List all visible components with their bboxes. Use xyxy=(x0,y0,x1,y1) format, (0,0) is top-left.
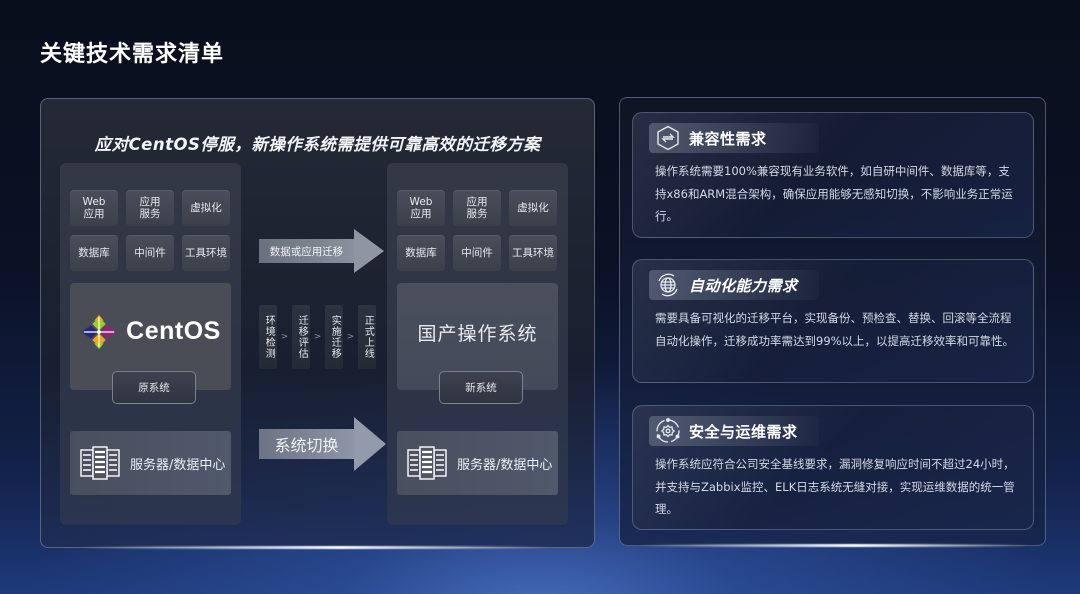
requirement-header: 安全与运维需求 xyxy=(649,416,819,446)
diagram-heading: 应对CentOS停服，新操作系统需提供可靠高效的迁移方案 xyxy=(94,135,541,154)
component-chip: 数据库 xyxy=(397,235,445,271)
component-chip: 虚拟化 xyxy=(182,190,230,226)
server-rack-icon xyxy=(80,446,120,480)
requirement-card-automation: 自动化能力需求 需要具备可视化的迁移平台，实现备份、预检查、替换、回滚等全流程自… xyxy=(632,259,1034,383)
arrow-head-icon xyxy=(354,417,386,471)
chip-label: Web 应用 xyxy=(409,196,433,220)
step-implementation: 实施迁移 xyxy=(325,305,343,369)
server-label: 服务器/数据中心 xyxy=(457,457,553,473)
chip-label: Web 应用 xyxy=(82,196,106,220)
component-chip: Web 应用 xyxy=(397,190,445,226)
migration-steps: 环境检测 > 迁移评估 > 实施迁移 > 正式上线 xyxy=(259,305,376,369)
old-system-components: Web 应用 应用 服务 虚拟化 数据库 中间件 工具环境 xyxy=(70,190,231,271)
new-system-components: Web 应用 应用 服务 虚拟化 数据库 中间件 工具环境 xyxy=(397,190,558,271)
page-title: 关键技术需求清单 xyxy=(40,42,225,67)
arrow-head-icon xyxy=(354,229,384,273)
requirement-card-compatibility: 兼容性需求 操作系统需要100%兼容现有业务软件，如自研中间件、数据库等，支持x… xyxy=(632,112,1034,238)
migration-diagram-panel: 应对CentOS停服，新操作系统需提供可靠高效的迁移方案 Web 应用 应用 服… xyxy=(40,98,595,549)
requirement-title: 兼容性需求 xyxy=(689,129,767,148)
requirement-title: 自动化能力需求 xyxy=(689,276,798,295)
os-name: 国产操作系统 xyxy=(417,323,538,345)
requirement-card-security: 安全与运维需求 操作系统应符合公司安全基线要求，漏洞修复响应时间不超过24小时，… xyxy=(632,405,1034,530)
compatibility-hex-icon xyxy=(657,125,679,151)
component-chip: 中间件 xyxy=(453,235,501,271)
component-chip: 应用 服务 xyxy=(126,190,174,226)
component-chip: 中间件 xyxy=(126,235,174,271)
requirement-header: 兼容性需求 xyxy=(649,123,819,153)
os-name: CentOS xyxy=(126,317,221,345)
step-arrow-icon: > xyxy=(346,332,355,342)
requirements-panel: 兼容性需求 操作系统需要100%兼容现有业务软件，如自研中间件、数据库等，支持x… xyxy=(619,97,1046,547)
chip-label: 数据库 xyxy=(405,247,437,259)
component-chip: 虚拟化 xyxy=(509,190,557,226)
centos-logo: CentOS xyxy=(80,313,221,351)
chip-label: 中间件 xyxy=(134,247,166,259)
new-server-box: 服务器/数据中心 xyxy=(397,431,558,495)
chip-label: 虚拟化 xyxy=(517,202,549,214)
old-server-box: 服务器/数据中心 xyxy=(70,431,231,495)
requirement-body: 需要具备可视化的迁移平台，实现备份、预检查、替换、回滚等全流程自动化操作，迁移成… xyxy=(655,311,1015,348)
component-chip: 工具环境 xyxy=(509,235,557,271)
requirement-title: 安全与运维需求 xyxy=(689,422,798,441)
chip-label: 工具环境 xyxy=(185,247,227,259)
requirement-body: 操作系统应符合公司安全基线要求，漏洞修复响应时间不超过24小时，并支持与Zabb… xyxy=(655,457,1015,516)
switch-arrow-label: 系统切换 xyxy=(274,436,339,455)
old-system-column: Web 应用 应用 服务 虚拟化 数据库 中间件 工具环境 xyxy=(60,163,241,525)
requirement-header: 自动化能力需求 xyxy=(649,270,819,300)
component-chip: 应用 服务 xyxy=(453,190,501,226)
migration-arrow-label: 数据或应用迁移 xyxy=(269,245,344,258)
panel-glow-line xyxy=(640,544,1030,547)
step-env-check: 环境检测 xyxy=(259,305,277,369)
component-chip: Web 应用 xyxy=(70,190,118,226)
globe-sync-icon xyxy=(658,273,678,297)
system-switch-arrow: 系统切换 xyxy=(259,417,386,471)
new-system-tag: 新系统 xyxy=(439,371,523,404)
chip-label: 应用 服务 xyxy=(466,196,488,220)
centos-logo-icon xyxy=(82,314,117,349)
step-arrow-icon: > xyxy=(313,332,322,342)
step-assessment: 迁移评估 xyxy=(292,305,310,369)
server-label: 服务器/数据中心 xyxy=(130,457,226,473)
data-migration-arrow: 数据或应用迁移 xyxy=(259,229,384,273)
server-rack-icon xyxy=(407,446,447,480)
component-chip: 工具环境 xyxy=(182,235,230,271)
step-arrow-icon: > xyxy=(280,332,289,342)
requirement-body: 操作系统需要100%兼容现有业务软件，如自研中间件、数据库等，支持x86和ARM… xyxy=(655,164,1013,223)
chip-label: 应用 服务 xyxy=(139,196,161,220)
original-system-tag: 原系统 xyxy=(112,371,196,404)
component-chip: 数据库 xyxy=(70,235,118,271)
chip-label: 工具环境 xyxy=(512,247,554,259)
step-go-live: 正式上线 xyxy=(358,305,376,369)
chip-label: 数据库 xyxy=(78,247,110,259)
panel-glow-line xyxy=(81,546,551,549)
gear-cycle-icon xyxy=(656,418,680,443)
chip-label: 中间件 xyxy=(461,247,493,259)
chip-label: 虚拟化 xyxy=(190,202,222,214)
new-system-column: Web 应用 应用 服务 虚拟化 数据库 中间件 工具环境 国产操作系统 新系统… xyxy=(387,163,568,525)
